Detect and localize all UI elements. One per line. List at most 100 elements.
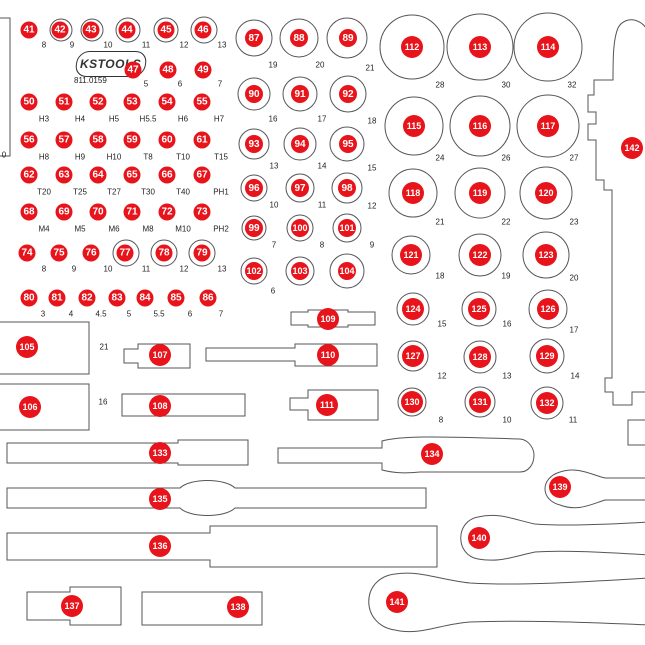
position-marker-93: 93 <box>245 135 263 153</box>
size-label: 28 <box>435 80 445 90</box>
position-marker-72: 72 <box>158 203 176 221</box>
position-marker-43: 43 <box>82 21 100 39</box>
position-marker-104: 104 <box>338 262 356 280</box>
size-label: M5 <box>74 224 86 234</box>
position-marker-103: 103 <box>291 262 309 280</box>
size-label: 18 <box>367 116 377 126</box>
size-label: T30 <box>141 187 155 197</box>
size-label: 16 <box>268 114 278 124</box>
position-marker-121: 121 <box>400 244 422 266</box>
size-label: H8 <box>38 152 50 162</box>
position-marker-58: 58 <box>89 131 107 149</box>
position-marker-124: 124 <box>402 298 424 320</box>
size-label: 15 <box>367 163 377 173</box>
size-label: M8 <box>142 224 154 234</box>
slot-105-outline <box>0 321 90 375</box>
position-marker-109: 109 <box>317 308 339 330</box>
position-marker-125: 125 <box>468 298 490 320</box>
size-label: 7 <box>217 79 223 89</box>
position-marker-42: 42 <box>51 21 69 39</box>
size-label: 19 <box>501 271 511 281</box>
position-marker-49: 49 <box>194 61 212 79</box>
position-marker-68: 68 <box>20 203 38 221</box>
position-marker-99: 99 <box>245 219 263 237</box>
slot-140-outline <box>460 514 645 561</box>
position-marker-53: 53 <box>123 93 141 111</box>
position-marker-76: 76 <box>82 244 100 262</box>
slot-138-outline <box>141 591 263 626</box>
size-label: 22 <box>501 217 511 227</box>
position-marker-54: 54 <box>158 93 176 111</box>
size-label: 8 <box>438 415 444 425</box>
slot-137-outline <box>26 586 122 626</box>
size-label: 8 <box>41 264 47 274</box>
right-slot-outline <box>627 419 645 446</box>
position-marker-135: 135 <box>149 488 171 510</box>
position-marker-86: 86 <box>199 289 217 307</box>
position-marker-113: 113 <box>469 36 491 58</box>
position-marker-102: 102 <box>245 262 263 280</box>
position-marker-108: 108 <box>149 395 171 417</box>
size-label: 12 <box>179 264 189 274</box>
position-marker-82: 82 <box>78 289 96 307</box>
position-marker-134: 134 <box>421 443 443 465</box>
size-label: M6 <box>108 224 120 234</box>
position-marker-88: 88 <box>290 29 308 47</box>
size-label: 7 <box>218 309 224 319</box>
position-marker-62: 62 <box>20 166 38 184</box>
size-label: 10 <box>502 415 512 425</box>
size-label: 30 <box>501 80 511 90</box>
position-marker-139: 139 <box>549 476 571 498</box>
small-socket-rings <box>49 16 218 267</box>
size-label: 12 <box>179 40 189 50</box>
size-label: 21 <box>435 217 445 227</box>
slot-139-outline <box>544 469 645 509</box>
size-label: 9 <box>71 264 77 274</box>
position-marker-126: 126 <box>537 298 559 320</box>
size-label: 21 <box>365 63 375 73</box>
size-label: 0 <box>1 150 7 160</box>
size-label: 17 <box>569 325 579 335</box>
position-marker-127: 127 <box>402 345 424 367</box>
position-marker-130: 130 <box>401 391 423 413</box>
position-marker-122: 122 <box>469 244 491 266</box>
position-marker-129: 129 <box>536 345 558 367</box>
position-marker-56: 56 <box>20 131 38 149</box>
size-label: T25 <box>73 187 87 197</box>
position-marker-45: 45 <box>157 21 175 39</box>
position-marker-95: 95 <box>339 135 357 153</box>
size-label: 6 <box>177 79 183 89</box>
size-label: 20 <box>315 60 325 70</box>
size-label: 18 <box>435 271 445 281</box>
size-label: 8 <box>41 40 47 50</box>
position-marker-123: 123 <box>535 244 557 266</box>
size-label: 13 <box>502 371 512 381</box>
size-label: 13 <box>217 264 227 274</box>
size-label: 11 <box>141 40 151 50</box>
position-marker-55: 55 <box>193 93 211 111</box>
position-marker-98: 98 <box>338 179 356 197</box>
size-label: 6 <box>187 309 193 319</box>
slot-142-outline <box>587 19 645 406</box>
position-marker-96: 96 <box>245 179 263 197</box>
position-marker-106: 106 <box>19 396 41 418</box>
size-label: H7 <box>213 114 225 124</box>
position-marker-61: 61 <box>193 131 211 149</box>
position-marker-64: 64 <box>89 166 107 184</box>
position-marker-133: 133 <box>149 442 171 464</box>
size-label: 11 <box>568 415 578 425</box>
position-marker-77: 77 <box>116 244 134 262</box>
size-label: 15 <box>437 319 447 329</box>
position-marker-48: 48 <box>159 61 177 79</box>
slot-133-outline <box>6 439 249 466</box>
size-label: M4 <box>38 224 50 234</box>
size-label: 26 <box>501 153 511 163</box>
size-label: 32 <box>567 80 577 90</box>
size-label: T20 <box>37 187 51 197</box>
size-label: 11 <box>317 200 327 210</box>
slot-107-outline <box>123 343 191 369</box>
size-label: 27 <box>569 153 579 163</box>
slot-111-outline <box>289 389 379 421</box>
position-marker-114: 114 <box>537 36 559 58</box>
size-label: 23 <box>569 217 579 227</box>
